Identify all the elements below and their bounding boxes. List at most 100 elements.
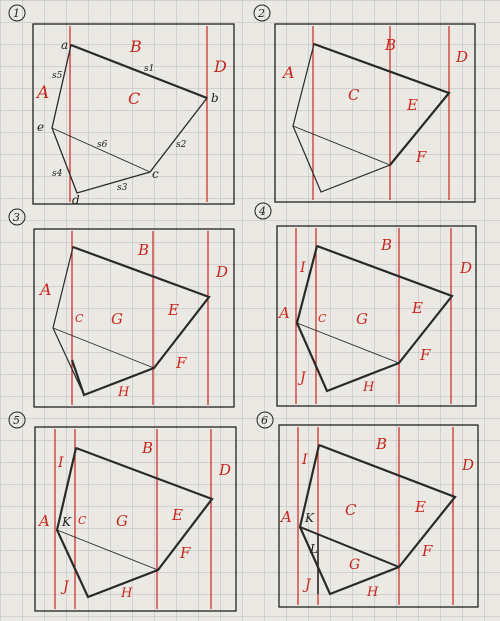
region-label: I [299, 260, 306, 276]
region-label: K [304, 511, 315, 525]
panel-frame [33, 228, 235, 408]
segment-label: s3 [117, 183, 128, 193]
region-label: D [455, 48, 468, 66]
polygon-bold-edge [313, 42, 451, 166]
region-label: D [215, 263, 228, 281]
region-label: A [37, 512, 50, 530]
panel-2: 2 A B C D E F [253, 4, 476, 203]
panel-number-circle [8, 4, 26, 22]
region-label: E [171, 506, 183, 524]
region-label: I [57, 455, 64, 471]
region-label: B [141, 439, 153, 457]
polygon-bold-edge [298, 443, 457, 596]
region-label: G [111, 310, 123, 328]
region-label: G [116, 512, 128, 530]
region-label: H [362, 380, 375, 395]
region-label: B [380, 236, 392, 254]
region-label: G [349, 557, 360, 573]
panel-3: 3 A B C D E F G H [8, 208, 235, 408]
region-label: C [78, 514, 87, 527]
region-label: D [461, 456, 474, 474]
panel-number-circle [256, 411, 274, 429]
vertex-label: b [211, 91, 219, 105]
region-label: A [279, 508, 292, 526]
region-label: B [129, 37, 142, 56]
segment-label: s2 [176, 140, 187, 150]
region-label: H [366, 585, 379, 600]
region-label: F [421, 542, 433, 560]
diagonal [296, 322, 400, 364]
vertex-label: c [152, 167, 159, 181]
region-label: I [301, 452, 308, 468]
segment-label: s1 [144, 64, 154, 74]
diagonal [299, 526, 400, 568]
region-label: A [281, 63, 295, 82]
region-label: E [414, 498, 426, 516]
diagonal [52, 327, 155, 369]
panel-number: 4 [258, 205, 266, 218]
panel-number: 2 [257, 7, 265, 20]
region-label: C [75, 312, 84, 325]
panel-number: 5 [13, 414, 20, 427]
region-label: G [356, 310, 368, 328]
region-label: C [128, 89, 140, 108]
region-label: C [348, 86, 360, 104]
polygon-bold-edge [295, 244, 454, 393]
region-label: E [167, 301, 179, 319]
region-label: F [179, 544, 191, 562]
diagonal [56, 529, 159, 571]
panel-6: 6 A B C D E F G H I J K L [256, 411, 479, 608]
region-label: F [175, 354, 187, 372]
segment-label: s6 [97, 140, 108, 150]
vertex-label: d [72, 193, 80, 207]
region-label: F [419, 346, 431, 364]
region-label: J [60, 579, 70, 595]
panel-number: 3 [13, 211, 20, 224]
region-label: J [302, 577, 312, 593]
region-label: D [459, 259, 472, 277]
diagonal [292, 125, 391, 166]
panel-number-circle [8, 208, 26, 226]
region-label: F [415, 148, 427, 166]
region-label: C [345, 501, 357, 519]
region-label: A [277, 304, 290, 322]
region-label: A [38, 280, 52, 299]
region-label: B [375, 435, 387, 453]
panel-frame [274, 23, 476, 203]
panel-frame [32, 23, 235, 205]
region-label: B [384, 36, 396, 54]
region-label: B [137, 241, 149, 259]
panel-number: 1 [13, 7, 20, 20]
region-label: K [61, 515, 72, 529]
panel-frame [34, 426, 237, 612]
panel-frame [276, 225, 477, 407]
region-label: A [35, 83, 49, 103]
panel-number-circle [8, 411, 26, 429]
panel-1: 1 A B C D a b c d e s1 s2 s3 s4 s5 s6 [8, 4, 235, 207]
vertex-label: a [61, 38, 68, 52]
panel-number: 6 [261, 414, 268, 427]
region-label: J [297, 370, 307, 386]
region-label: H [117, 385, 130, 400]
segment-label: s5 [52, 71, 63, 81]
region-label: E [406, 96, 418, 114]
diagonal-s6 [51, 127, 151, 173]
region-label: C [318, 312, 327, 325]
region-label: H [120, 586, 133, 601]
panel-frame [278, 424, 479, 608]
panel-5: 5 A B C D E F G H I J K [8, 411, 237, 612]
panel-4: 4 A B C D E F G H I J [254, 202, 477, 407]
panel-number-circle [253, 4, 271, 22]
region-label: D [213, 57, 227, 76]
polygon-bold-edge [55, 446, 214, 599]
panel-number-circle [254, 202, 272, 220]
segment-label: s4 [52, 169, 63, 179]
region-label: E [411, 299, 423, 317]
region-label: D [218, 461, 231, 479]
region-label: L [309, 542, 318, 556]
vertex-label: e [37, 120, 44, 134]
polygon-edge-s1 [70, 43, 208, 100]
